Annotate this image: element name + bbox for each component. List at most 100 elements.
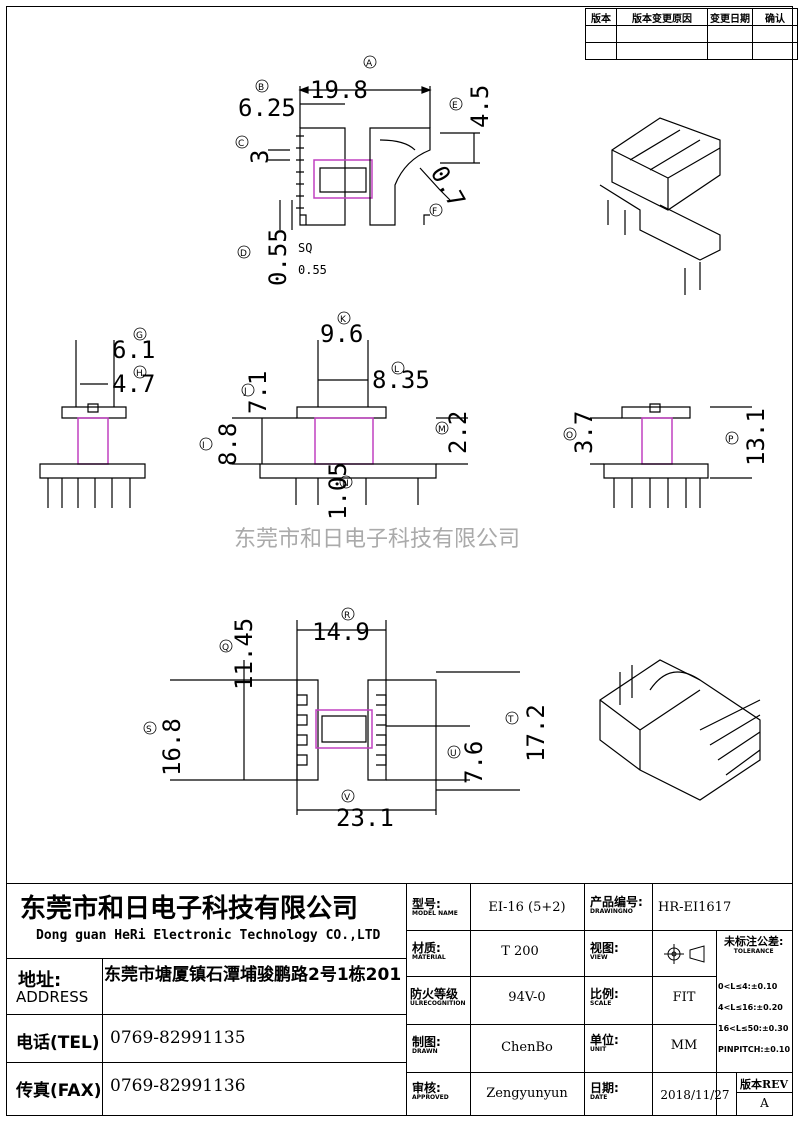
drawingno-value: HR-EI1617 — [658, 900, 732, 915]
projection-icon — [664, 944, 705, 964]
material-value: T 200 — [501, 944, 539, 959]
dim-H: 4.7 — [112, 370, 155, 398]
svg-text:J: J — [243, 387, 247, 397]
dim-P: 13.1 — [742, 408, 770, 466]
tolerance-label: 未标注公差: TOLERANCE — [724, 935, 784, 956]
dim-R: 14.9 — [312, 618, 370, 646]
rev-label: 版本REV — [740, 1078, 789, 1091]
drawing-frame — [6, 6, 793, 1116]
company-name-cn: 东莞市和日电子科技有限公司 — [20, 894, 359, 924]
top-view-labels: A 19.8 B 6.25 C 3 D 0.55 SQ 0.55 E 4.5 F… — [235, 55, 494, 286]
bottom-view — [170, 620, 520, 815]
svg-text:F: F — [432, 207, 437, 217]
scale-value: FIT — [672, 990, 696, 1005]
address-label: 地址: — [18, 970, 62, 991]
address-label-en: ADDRESS — [16, 988, 89, 1006]
dim-L: 8.35 — [372, 366, 430, 394]
svg-text:D: D — [240, 249, 247, 259]
svg-text:E: E — [452, 101, 458, 111]
dim-N: 1.05 — [324, 462, 352, 520]
dim-sq: SQ — [298, 241, 312, 255]
svg-text:K: K — [340, 315, 347, 325]
side-view-right-labels: O 3.7 P 13.1 — [563, 408, 770, 466]
fire-label: 防火等级 ULRECOGNITION — [410, 987, 466, 1007]
svg-text:P: P — [728, 435, 734, 445]
dim-G: 6.1 — [112, 336, 155, 364]
svg-text:R: R — [344, 611, 350, 621]
approved-value: Zengyunyun — [486, 1086, 568, 1101]
dim-A: 19.8 — [310, 76, 368, 104]
dim-M: 2.2 — [444, 411, 472, 454]
watermark: 东莞市和日电子科技有限公司 — [234, 527, 520, 552]
model-label: 型号: MODEL NAME — [412, 897, 458, 917]
svg-text:Q: Q — [222, 643, 229, 653]
svg-text:U: U — [450, 749, 457, 759]
dim-D: 0.55 — [264, 228, 292, 286]
front-view-labels: K 9.6 L 8.35 J 7.1 I 8.8 M 2.2 N 1.05 — [199, 311, 472, 520]
tolerance-list: 0<L≤4:±0.10 4<L≤16:±0.20 16<L≤50:±0.30 P… — [718, 976, 790, 1060]
material-label: 材质: MATERIAL — [412, 941, 446, 961]
side-view-left — [39, 340, 146, 508]
address-value: 东莞市塘厦镇石潭埔骏鹏路2号1栋201 — [104, 965, 402, 985]
drawingno-label: 产品编号: DRAWINGNO — [590, 895, 643, 915]
dim-sq-val: 0.55 — [298, 263, 327, 277]
approved-label: 审核: APPROVED — [412, 1081, 449, 1101]
svg-text:G: G — [136, 331, 143, 341]
svg-text:A: A — [366, 59, 373, 69]
tolerance-item: 4<L≤16:±0.20 — [718, 1003, 783, 1012]
top-view — [268, 86, 480, 230]
dim-B: 6.25 — [238, 94, 296, 122]
dim-K: 9.6 — [320, 320, 363, 348]
drawn-label: 制图: DRAWN — [412, 1035, 441, 1055]
model-value: EI-16 (5+2) — [488, 900, 566, 915]
dim-V: 23.1 — [336, 804, 394, 832]
tolerance-item: 16<L≤50:±0.30 — [718, 1024, 789, 1033]
dim-C: 3 — [246, 150, 274, 164]
dim-J: 7.1 — [244, 371, 272, 414]
svg-text:H: H — [136, 369, 143, 379]
fire-value: 94V-0 — [508, 990, 546, 1005]
svg-text:M: M — [438, 425, 446, 435]
scale-label: 比例: SCALE — [590, 987, 619, 1007]
dim-O: 3.7 — [570, 411, 598, 454]
svg-text:V: V — [344, 793, 351, 803]
title-block: 东莞市和日电子科技有限公司 Dong guan HeRi Electronic … — [6, 883, 793, 1117]
company-name-en: Dong guan HeRi Electronic Technology CO.… — [36, 928, 381, 943]
fax-value: 0769-82991136 — [110, 1076, 246, 1096]
bottom-view-labels: R 14.9 Q 11.45 S 16.8 T 17.2 U 7.6 V 23.… — [143, 607, 550, 832]
date-value: 2018/11/27 — [660, 1088, 730, 1102]
tel-value: 0769-82991135 — [110, 1028, 246, 1048]
svg-text:I: I — [202, 441, 205, 451]
dim-I: 8.8 — [214, 423, 242, 466]
svg-text:O: O — [566, 431, 573, 441]
svg-text:L: L — [394, 365, 399, 375]
svg-text:C: C — [238, 139, 244, 149]
svg-text:T: T — [507, 715, 514, 725]
unit-value: MM — [670, 1038, 698, 1053]
technical-drawing: A 19.8 B 6.25 C 3 D 0.55 SQ 0.55 E 4.5 F… — [39, 55, 770, 832]
side-view-right — [590, 403, 752, 508]
dim-S: 16.8 — [158, 718, 186, 776]
unit-label: 单位: UNIT — [590, 1033, 619, 1053]
view-label: 视图: VIEW — [590, 941, 619, 961]
drawn-value: ChenBo — [501, 1040, 553, 1055]
revision-table: 版本 版本变更原因 变更日期 确认 — [585, 8, 798, 60]
tolerance-item: 0<L≤4:±0.10 — [718, 982, 778, 991]
dim-T: 17.2 — [522, 704, 550, 762]
front-view — [232, 340, 468, 505]
fax-label: 传真(FAX) — [16, 1081, 102, 1101]
date-label: 日期: DATE — [590, 1081, 619, 1101]
svg-text:S: S — [146, 725, 152, 735]
iso-view-1 — [599, 117, 721, 295]
dim-U: 7.6 — [460, 741, 488, 784]
rev-value: A — [760, 1096, 769, 1110]
svg-text:B: B — [258, 83, 264, 93]
svg-text:N: N — [342, 479, 349, 489]
dim-E: 4.5 — [466, 85, 494, 128]
tel-label: 电话(TEL) — [16, 1033, 100, 1053]
tolerance-item: PINPITCH:±0.10 — [718, 1045, 791, 1054]
dim-Q: 11.45 — [230, 618, 258, 690]
dim-F: 0.7 — [425, 161, 471, 213]
side-view-left-labels: G 6.1 H 4.7 — [112, 327, 155, 398]
iso-view-2 — [599, 659, 761, 801]
